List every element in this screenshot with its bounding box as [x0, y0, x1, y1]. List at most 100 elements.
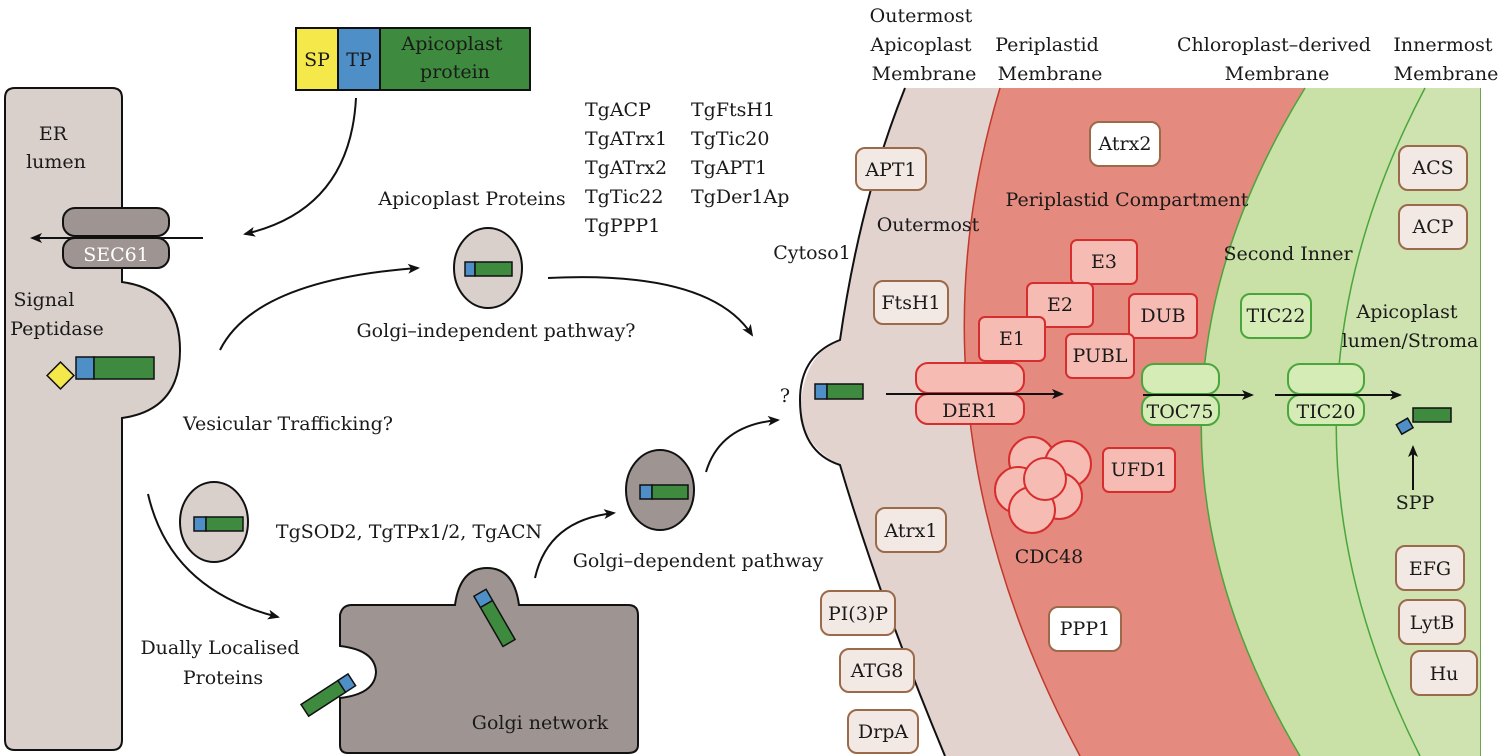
box-acs-label: ACS: [1411, 157, 1453, 179]
dually-localised-label: Dually Localised Proteins: [140, 637, 305, 689]
box-ftsh1-label: FtsH1: [881, 292, 940, 314]
apicoplast-proteins-label: Apicoplast Proteins: [377, 188, 565, 210]
spp-label: SPP: [1396, 492, 1435, 514]
er-to-golgi-arrow: [147, 493, 280, 620]
cargo-protein: [479, 599, 517, 648]
cleaved-precursor: [46, 356, 155, 390]
cytosol-cargo: [814, 383, 864, 400]
signal-peptidase-label: Signal Peptidase: [10, 289, 104, 340]
tp-label: TP: [346, 49, 372, 71]
protein-list-item: TgATrx1: [585, 128, 667, 150]
tic20-translocon: TIC20: [1287, 363, 1365, 426]
dual-protein-list: TgSOD2, TgTPx1/2, TgACN: [276, 521, 542, 543]
box-pi3p-label: PI(3)P: [828, 603, 888, 625]
label-outermost-compartment: Outermost: [877, 214, 980, 236]
box-acp: ACP: [1398, 204, 1468, 250]
box-atrx2: Atrx2: [1089, 121, 1161, 167]
box-e3: E3: [1070, 239, 1138, 285]
vesicle-protein: [474, 261, 513, 277]
golgi-to-vesicle-arrow: [534, 509, 616, 579]
box-ufd1-label: UFD1: [1111, 459, 1168, 481]
box-tic22: TIC22: [1240, 293, 1312, 339]
toc75-label: TOC75: [1147, 401, 1214, 423]
golgi-network: [339, 566, 639, 754]
label-apicoplast-lumen: Apicoplast lumen/Stroma: [1342, 301, 1479, 352]
sp-segment: [295, 27, 339, 91]
mature-protein: [1395, 407, 1452, 436]
box-e3-label: E3: [1091, 251, 1117, 273]
box-efg-label: EFG: [1409, 558, 1451, 580]
vesicle-protein: [651, 484, 689, 500]
box-dub: DUB: [1128, 293, 1198, 339]
box-drpa-label: DrpA: [858, 721, 908, 743]
protein-list-item: TgTic22: [585, 186, 663, 208]
protein-list-col2: TgFtsH1 TgTic20 TgAPT1 TgDer1Ap: [691, 99, 789, 208]
der1-top: [915, 362, 1025, 394]
header-outermost: Outermost Apicoplast Membrane: [869, 5, 978, 85]
protein-list-item: TgAPT1: [691, 157, 767, 179]
der1-translocon: DER1: [915, 362, 1025, 425]
protein-list-item: TgFtsH1: [691, 99, 775, 121]
protein-list-item: TgACP: [585, 99, 651, 121]
box-tic22-label: TIC22: [1247, 305, 1306, 327]
protein-list-col1: TgACP TgATrx1 TgATrx2 TgTic22 TgPPP1: [585, 99, 667, 237]
box-e1: E1: [978, 316, 1046, 362]
cdc48-label: CDC48: [1015, 546, 1084, 568]
cleaved-tp: [1395, 417, 1415, 436]
protein-list-item: TgTic20: [691, 128, 769, 150]
vesicle-protein: [205, 516, 244, 532]
tic20-label: TIC20: [1297, 401, 1356, 423]
box-publ-label: PUBL: [1072, 345, 1127, 367]
cargo-tp: [814, 383, 828, 400]
cdc48-hexamer: [994, 436, 1092, 534]
box-ufd1: UFD1: [1102, 447, 1176, 493]
box-ppp1: PPP1: [1048, 606, 1122, 652]
box-atrx1-label: Atrx1: [884, 520, 938, 542]
toc75-top: [1141, 363, 1220, 395]
box-pi3p: PI(3)P: [820, 590, 896, 636]
box-ppp1-label: PPP1: [1060, 618, 1110, 640]
label-periplastid-compartment: Periplastid Compartment: [1006, 189, 1249, 211]
tp-segment: [337, 27, 381, 91]
golgi-network-label: Golgi network: [472, 712, 609, 734]
vesicle-to-apicoplast-dependent-arrow: [705, 415, 780, 473]
box-publ: PUBL: [1065, 333, 1135, 379]
cdc48-subunit: [1023, 457, 1067, 501]
box-hu: Hu: [1410, 650, 1478, 696]
sp-label: SP: [304, 49, 330, 71]
box-hu-label: Hu: [1430, 663, 1459, 685]
golgi-independent-label: Golgi–independent pathway?: [357, 320, 636, 342]
vesicle-tp: [193, 516, 207, 532]
cytosol-label: Cytoso1: [773, 242, 851, 264]
vesicle-golgi-independent: [453, 227, 523, 309]
box-lytb-label: LytB: [1410, 612, 1455, 634]
apicoplast-protein-label: Apicoplast protein: [400, 33, 508, 83]
box-e1-label: E1: [999, 328, 1025, 350]
mature-protein-body: [1412, 407, 1452, 423]
cleaved-protein: [93, 356, 155, 380]
precursor-protein: SP TP Apicoplast protein: [295, 27, 531, 91]
golgi-dependent-label: Golgi–dependent pathway: [573, 550, 824, 572]
box-efg: EFG: [1395, 545, 1465, 591]
unknown-entry-mark: ?: [780, 385, 790, 407]
golgi-cargo-upper: [472, 588, 517, 648]
vesicle-tp: [464, 261, 476, 277]
membrane-headers: Outermost Apicoplast Membrane Periplasti…: [869, 5, 1498, 85]
der1-label: DER1: [942, 400, 998, 422]
vesicle-dual: [179, 481, 249, 563]
header-periplastid: Periplastid Membrane: [995, 34, 1105, 85]
protein-list-item: TgDer1Ap: [691, 186, 789, 208]
box-e2: E2: [1026, 282, 1094, 328]
header-innermost: Innermost Membrane: [1393, 34, 1498, 85]
cargo-protein: [299, 679, 347, 718]
box-acs: ACS: [1398, 145, 1468, 191]
sec61-label: SEC61: [83, 244, 149, 266]
box-acp-label: ACP: [1411, 216, 1453, 238]
box-atrx1: Atrx1: [875, 507, 947, 553]
cleaved-sp: [46, 361, 75, 390]
protein-list-item: TgATrx2: [585, 157, 667, 179]
vesicle-tp: [639, 484, 653, 500]
cleaved-tp: [75, 356, 95, 380]
box-e2-label: E2: [1047, 294, 1073, 316]
box-apt1-label: APT1: [864, 159, 916, 181]
